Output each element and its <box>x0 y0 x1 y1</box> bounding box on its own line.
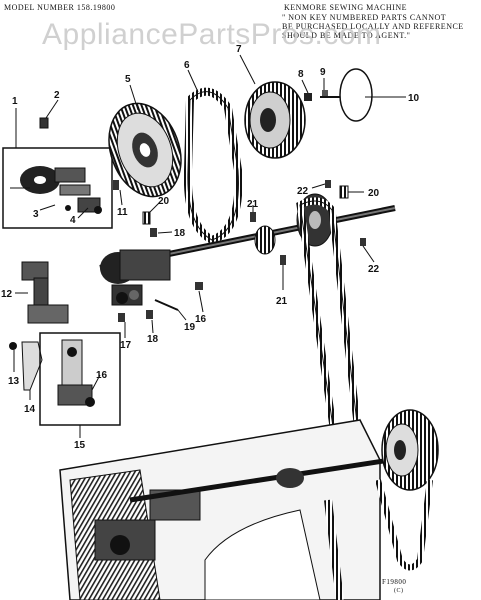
callout-8: 8 <box>298 69 304 80</box>
part-16-screw <box>146 310 153 319</box>
part-6-belt <box>183 87 243 245</box>
callout-16b: 16 <box>195 314 207 325</box>
part-22-screw <box>325 180 331 188</box>
callout-17: 17 <box>120 340 132 351</box>
part-1-box <box>2 147 113 229</box>
callout-4: 4 <box>70 215 76 226</box>
callout-16: 16 <box>96 370 108 381</box>
part-15-assembly <box>39 332 121 426</box>
part-11-screw <box>113 180 119 190</box>
callout-14: 14 <box>24 404 36 415</box>
machine-casting <box>59 419 391 600</box>
part-18-screw <box>150 228 157 237</box>
callout-2: 2 <box>54 90 60 101</box>
part-8-screw <box>304 93 312 101</box>
figure-id: F19800 <box>382 578 407 586</box>
part-21-screw <box>250 212 256 222</box>
callout-3: 3 <box>33 209 39 220</box>
callout-5: 5 <box>125 74 131 85</box>
part-14-link <box>21 341 43 391</box>
part-10-disc <box>320 68 373 122</box>
header-note-line-2: BE PURCHASED LOCALLY AND REFERENCE <box>282 22 464 31</box>
header-model-number: MODEL NUMBER 158.19800 <box>4 3 116 12</box>
callout-18b: 18 <box>147 334 159 345</box>
part-7-pulley <box>244 81 306 159</box>
callout-21: 21 <box>247 199 259 210</box>
part-17-screw <box>118 313 125 322</box>
part-5-gear <box>108 102 182 198</box>
callout-11: 11 <box>117 207 128 218</box>
callout-19: 19 <box>184 322 196 333</box>
header-note-line-1: " NON KEY NUMBERED PARTS CANNOT <box>282 13 447 22</box>
callout-22: 22 <box>297 186 309 197</box>
part-20b-spring <box>339 185 349 199</box>
callout-15: 15 <box>74 440 86 451</box>
part-21b-screw <box>280 255 286 265</box>
header-machine-name: KENMORE SEWING MACHINE <box>284 3 407 12</box>
part-12-bracket <box>21 261 69 324</box>
part-13-screw <box>9 342 17 350</box>
watermark-text: AppliancePartsPros.com <box>42 18 382 51</box>
callout-10: 10 <box>408 93 420 104</box>
callout-9: 9 <box>320 67 326 78</box>
figure-sub: (C) <box>394 588 404 594</box>
callout-6: 6 <box>184 60 190 71</box>
part-21-collar <box>254 225 276 255</box>
callout-7: 7 <box>236 44 242 55</box>
callout-13: 13 <box>8 376 20 387</box>
crank-assembly <box>100 249 171 306</box>
callout-22b: 22 <box>368 264 380 275</box>
callout-12: 12 <box>1 289 13 300</box>
callout-1: 1 <box>12 96 18 107</box>
part-22b-screw <box>360 238 366 246</box>
callout-21b: 21 <box>276 296 288 307</box>
part-2-nut <box>39 117 49 129</box>
lower-belt <box>375 479 433 571</box>
lower-gear <box>381 409 439 491</box>
part-19-pin <box>154 299 179 311</box>
header-note-line-3: SHOULD BE MADE TO AGENT." <box>282 31 411 40</box>
part-20-spring <box>142 211 151 225</box>
callout-20b: 20 <box>368 188 380 199</box>
part-9-washer <box>322 90 328 97</box>
callout-18: 18 <box>174 228 186 239</box>
part-18b-screw <box>195 282 203 290</box>
lower-vertical-belt <box>324 499 344 600</box>
callout-20: 20 <box>158 196 170 207</box>
